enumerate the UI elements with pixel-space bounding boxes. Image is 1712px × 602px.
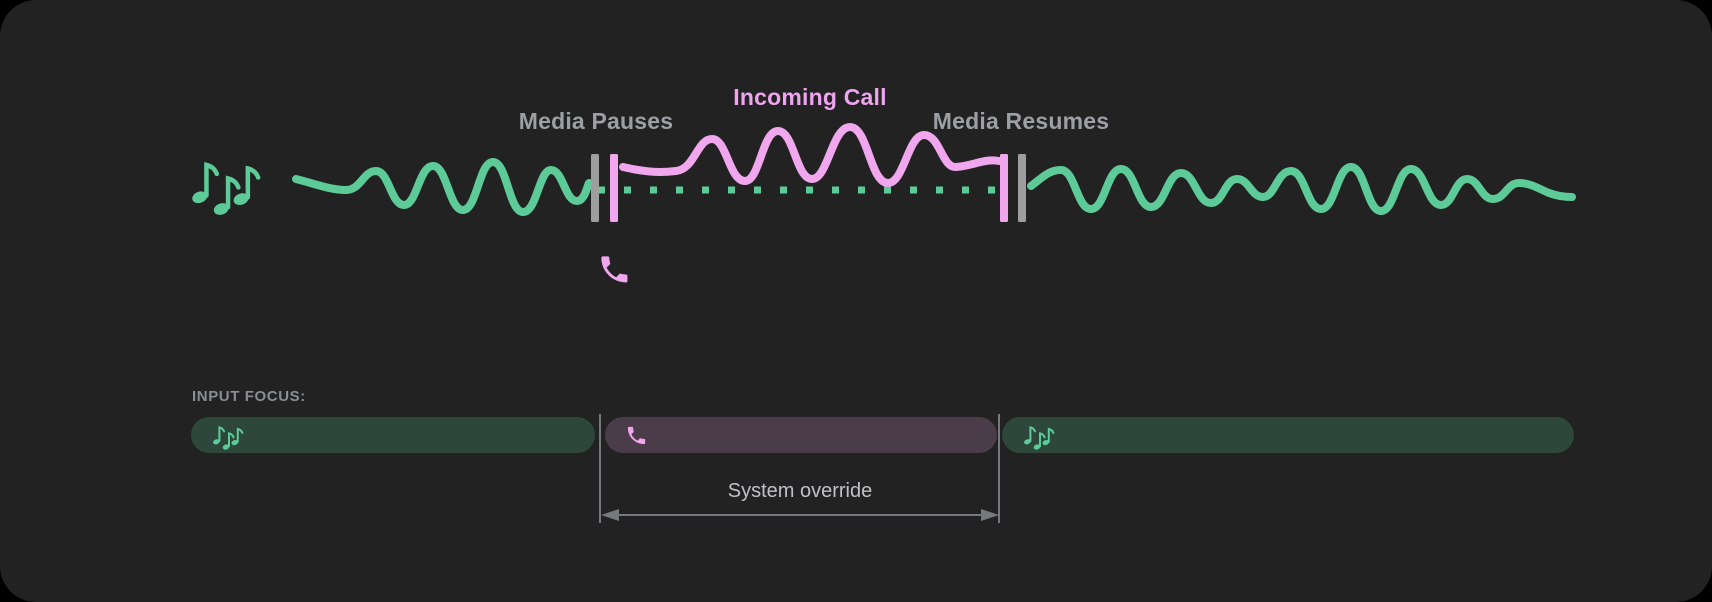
music-notes-icon bbox=[211, 426, 244, 451]
media-resumes-label: Media Resumes bbox=[932, 108, 1110, 134]
phone-icon bbox=[627, 426, 646, 444]
incoming-call-wave bbox=[619, 123, 1003, 187]
resume-bar-pink bbox=[1000, 154, 1008, 222]
media-wave-right bbox=[1027, 163, 1576, 215]
audio-timeline-diagram bbox=[0, 123, 1576, 283]
incoming-call-label: Incoming Call bbox=[733, 84, 887, 110]
override-end-line bbox=[998, 414, 1000, 523]
input-focus-label: INPUT FOCUS: bbox=[192, 388, 306, 405]
music-notes-icon bbox=[191, 165, 259, 217]
music-notes-icon bbox=[1022, 426, 1055, 451]
override-start-line bbox=[599, 414, 601, 523]
pause-bar-gray bbox=[591, 154, 599, 222]
pause-bar-pink bbox=[610, 154, 618, 222]
system-override-arrow bbox=[601, 509, 999, 521]
media-pauses-label: Media Pauses bbox=[518, 108, 674, 134]
media-wave-left bbox=[292, 158, 593, 216]
resume-bar-gray bbox=[1018, 154, 1026, 222]
focus-segment-media-before bbox=[191, 417, 595, 453]
focus-segment-media-after bbox=[1002, 417, 1574, 453]
focus-segment-call bbox=[605, 417, 997, 453]
phone-icon bbox=[601, 256, 628, 283]
system-override-label: System override bbox=[727, 480, 873, 502]
